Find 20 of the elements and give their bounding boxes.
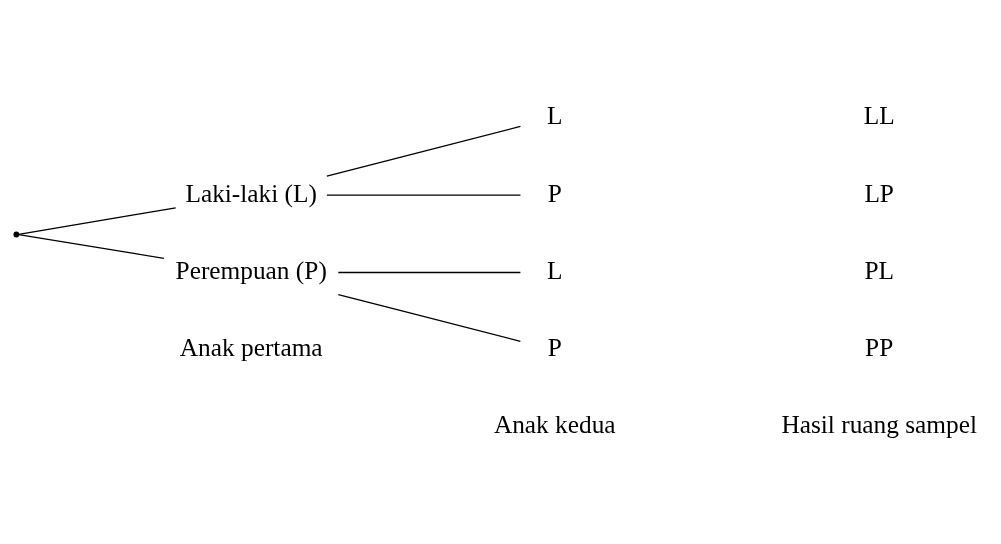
node-text: P (547, 332, 562, 361)
connector (18, 206, 177, 235)
node-text: L (547, 100, 563, 129)
label: PL (864, 255, 894, 284)
label: Hasil ruang sampel (781, 409, 977, 438)
node-text: P (547, 178, 562, 207)
node-text: Perempuan (P) (175, 255, 327, 284)
node-point (13, 231, 20, 237)
connector (337, 271, 521, 273)
node-text: Laki-laki (L) (185, 178, 317, 207)
label: Anak pertama (179, 332, 323, 361)
label: Anak kedua (493, 409, 616, 438)
label: LP (864, 178, 894, 207)
connector (326, 125, 522, 177)
node-text: L (547, 255, 563, 284)
connector (18, 233, 165, 259)
connector (326, 194, 522, 196)
connector (337, 293, 521, 342)
label: LL (863, 100, 895, 129)
label: PP (865, 332, 894, 361)
